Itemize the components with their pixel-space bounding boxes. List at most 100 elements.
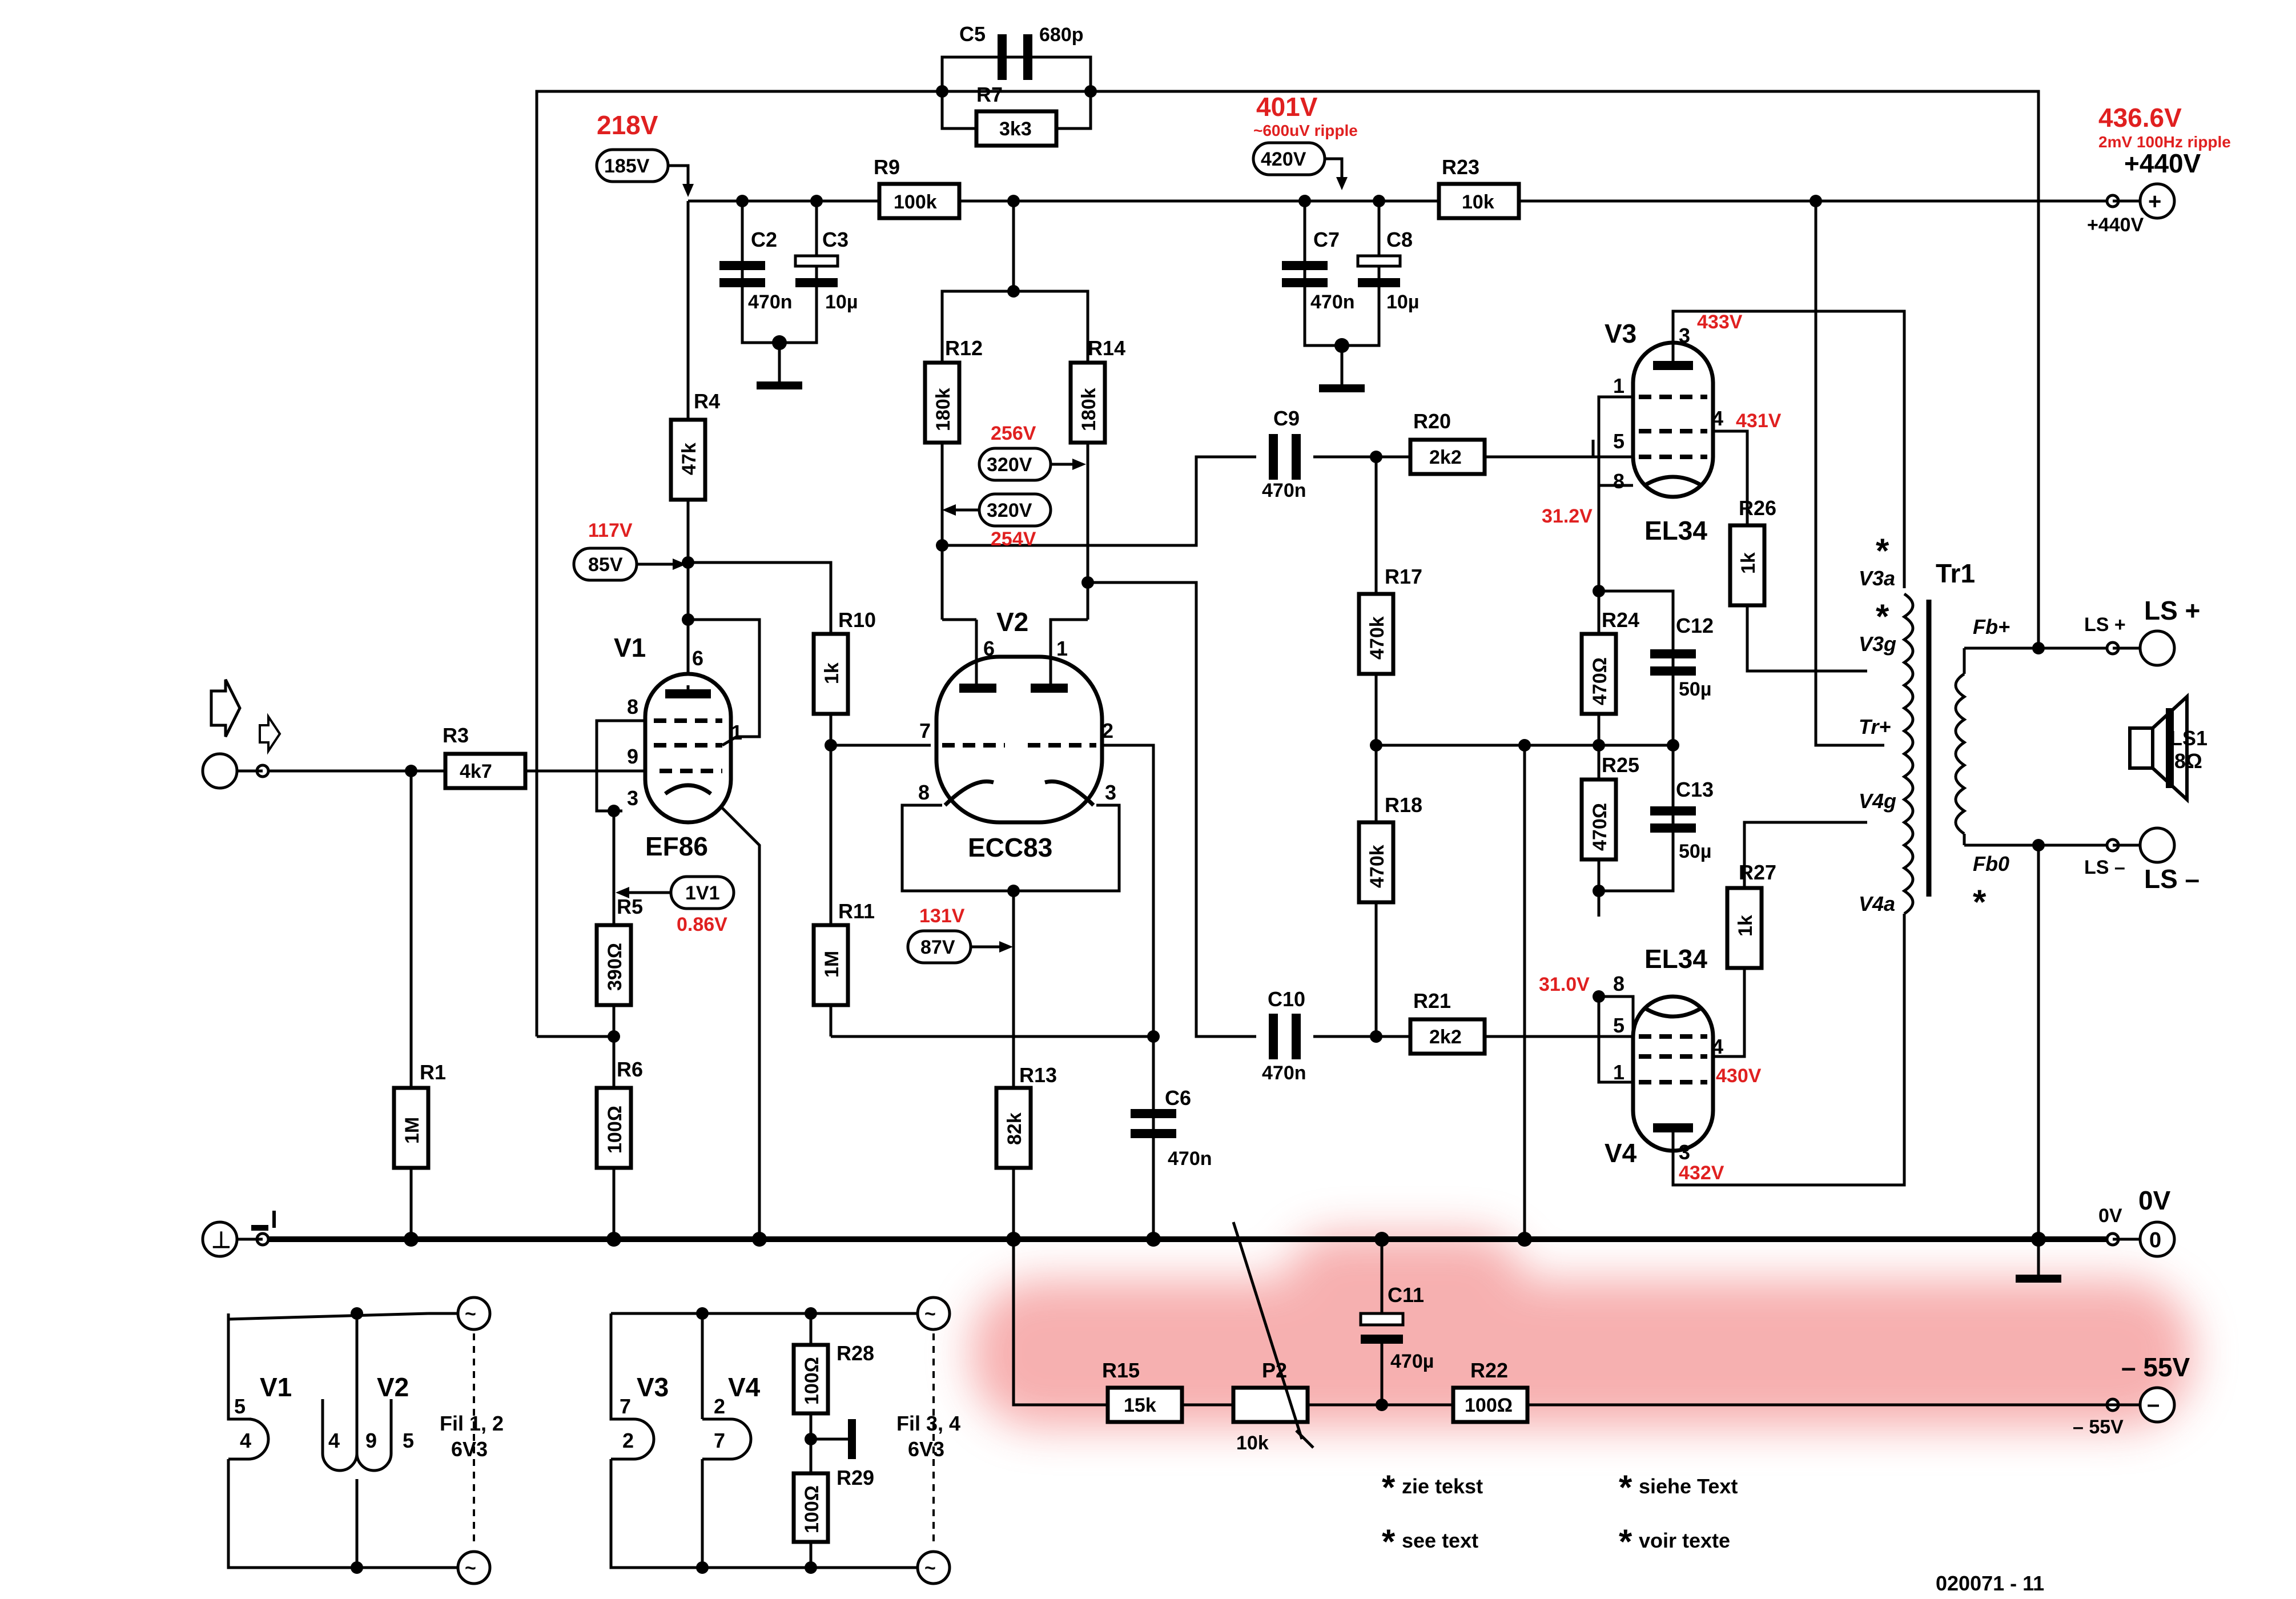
star-V3g: * [1876,597,1889,636]
R14-value: 180k [1078,388,1100,431]
R9-value: 100k [894,191,937,213]
zero-small: 0V [2098,1205,2122,1227]
fil-right-pin2a: 2 [622,1429,634,1452]
R21-body [1408,1017,1487,1056]
R27-value: 1k [1735,915,1756,937]
m433: 433V [1697,311,1743,333]
m310: 31.0V [1539,974,1590,995]
R10-ref: R10 [838,608,876,632]
R5-ref: R5 [617,895,643,918]
V2-pin6: 6 [983,637,995,660]
junction-dots [351,85,2046,1574]
R21-ref: R21 [1413,989,1451,1013]
R10-value: 1k [821,662,843,684]
R18-body [1357,820,1396,905]
R11-value: 1M [821,951,843,978]
C12-ref: C12 [1676,614,1714,637]
R7-value: 3k3 [999,118,1032,140]
V3-pin5: 5 [1613,429,1625,453]
C2-value: 470n [748,291,793,313]
R4-value: 47k [678,443,700,475]
R6-ref: R6 [617,1058,643,1081]
V3-ref: V3 [1605,319,1636,348]
C3-ref: C3 [822,228,849,251]
m4366: 436.6V [2098,103,2182,132]
V1-ref: V1 [614,633,646,662]
V3-type: EL34 [1644,516,1707,545]
R3-body [443,752,528,790]
supply-minus-small: – 55V [2073,1416,2124,1438]
V4-pin5: 5 [1613,1014,1625,1037]
svg-text:~: ~ [924,1557,936,1579]
V1-pin3: 3 [627,786,638,810]
R13-body [994,1086,1033,1170]
R7-body [974,109,1059,148]
R22-value: 100Ω [1465,1395,1513,1416]
resistors [392,109,1767,1544]
R15-value: 15k [1124,1395,1156,1416]
ground-symbols [251,381,2061,1459]
V2-ref: V2 [996,607,1028,637]
R6-value: 100Ω [604,1106,626,1154]
R23-value: 10k [1462,191,1494,213]
fil-right-V3: V3 [637,1372,669,1402]
C6-value: 470n [1168,1148,1212,1170]
note-star-nl: * [1382,1468,1396,1506]
R9-body [877,182,962,220]
R29-value: 100Ω [801,1485,823,1533]
C7-value: 470n [1310,291,1355,313]
C6-ref: C6 [1165,1086,1191,1110]
C8-ref: C8 [1386,228,1413,251]
ls-minus-small: LS – [2084,857,2125,878]
notes: * zie tekst * see text * siehe Text * vo… [1382,1468,2044,1595]
fil-left-label2: 6V3 [451,1437,488,1461]
R5-value: 390Ω [604,943,626,991]
V4-pin4: 4 [1712,1035,1723,1058]
R29-ref: R29 [837,1466,874,1489]
v185: 185V [604,155,650,177]
supply-plus-small: +440V [2087,214,2144,236]
R26-body [1728,523,1767,608]
R22-body [1451,1385,1530,1424]
svg-text:~: ~ [924,1303,936,1325]
fil-left-pin5b: 5 [403,1429,414,1452]
fil-left-V2: V2 [377,1372,409,1402]
R28-body [791,1343,830,1416]
R3-value: 4k7 [460,761,492,782]
V1-type: EF86 [645,831,708,861]
terminal-labels: LS + LS + LS – LS – +440V +440V 0V 0V – … [2073,148,2201,1438]
V4-pin8: 8 [1613,972,1625,995]
R21-value: 2k2 [1429,1026,1462,1048]
tap-V4a: V4a [1859,892,1895,915]
m430: 430V [1716,1065,1762,1087]
v87: 87V [920,937,955,958]
R17-body [1357,592,1396,676]
m086: 0.86V [677,914,727,935]
tube-V3 [1631,340,1715,499]
transformer-Tr1 [1901,592,1967,915]
V3-pin4: 4 [1712,407,1723,430]
v420: 420V [1261,148,1306,170]
voltage-labels: 185V 420V 320V 320V 85V 1V1 87V [588,148,1306,958]
fil-right-pin7a: 7 [620,1395,631,1418]
m312: 31.2V [1542,505,1593,527]
C10-ref: C10 [1268,987,1305,1011]
R5-body [594,923,633,1007]
supply-minus: – 55V [2121,1352,2190,1382]
R7-ref: R7 [976,83,1003,106]
svg-text:~: ~ [465,1303,476,1325]
fil-left-pin9: 9 [365,1429,377,1452]
transformer-labels: Tr1 V3a V3g Tr+ V4g V4a Fb+ Fb0 * * * LS… [1859,532,2207,921]
svg-text:–: – [2147,1392,2160,1417]
m254: 254V [991,528,1036,550]
R18-ref: R18 [1385,793,1422,817]
R22-ref: R22 [1470,1359,1508,1382]
m218: 218V [597,110,658,140]
note-de: siehe Text [1639,1475,1738,1498]
R12-body [923,360,962,445]
tube-V4 [1631,994,1715,1153]
tube-V2 [934,654,1104,825]
m431: 431V [1736,410,1782,432]
v320b: 320V [987,500,1032,521]
